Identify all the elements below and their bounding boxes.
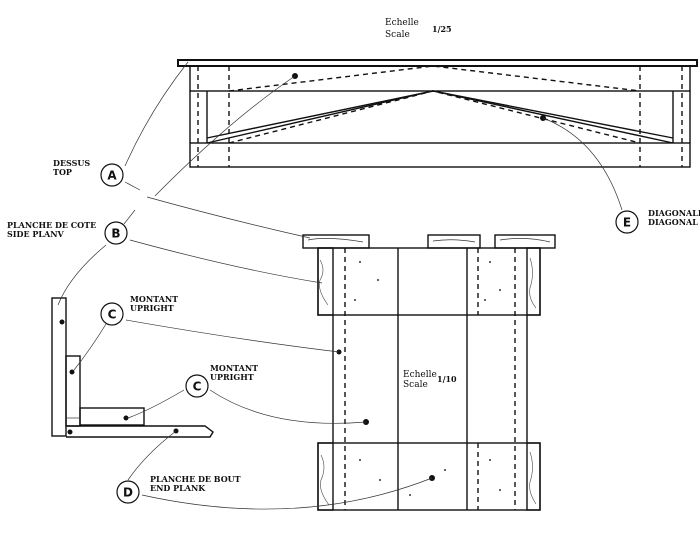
svg-text:PLANCHE DE COTE: PLANCHE DE COTE (7, 220, 96, 230)
svg-text:Echelle: Echelle (385, 18, 419, 28)
callout-B: B PLANCHE DE COTE SIDE PLANV (7, 220, 128, 245)
svg-text:E: E (623, 216, 631, 230)
svg-text:TOP: TOP (53, 167, 72, 177)
svg-text:1/10: 1/10 (437, 374, 457, 384)
plan-view: Echelle Scale 1/10 (302, 234, 556, 511)
elevation-view (177, 59, 698, 168)
svg-text:C: C (193, 380, 202, 394)
callout-E: E DIAGONALE DIAGONAL (615, 208, 700, 234)
svg-text:MONTANT: MONTANT (130, 294, 178, 304)
upper-rail (189, 65, 691, 92)
svg-text:Scale: Scale (385, 30, 410, 40)
lower-plank (317, 442, 541, 511)
svg-text:DIAGONALE: DIAGONALE (648, 208, 700, 218)
svg-text:END PLANK: END PLANK (150, 483, 206, 493)
callout-A: A DESSUS TOP (53, 158, 124, 187)
lower-rail (189, 142, 691, 168)
svg-text:MONTANT: MONTANT (210, 363, 258, 373)
svg-text:UPRIGHT: UPRIGHT (130, 303, 174, 313)
svg-text:Scale: Scale (403, 380, 428, 390)
svg-text:PLANCHE DE BOUT: PLANCHE DE BOUT (150, 474, 241, 484)
svg-text:UPRIGHT: UPRIGHT (210, 372, 254, 382)
svg-text:1/25: 1/25 (432, 24, 452, 34)
upper-plank (317, 247, 541, 316)
svg-text:C: C (108, 308, 117, 322)
scale-top: Echelle Scale 1/25 (385, 18, 452, 40)
svg-text:SIDE PLANV: SIDE PLANV (7, 229, 65, 239)
top-plank (177, 59, 698, 67)
svg-text:D: D (123, 486, 133, 500)
svg-text:B: B (111, 227, 120, 241)
leader-lines (57, 61, 623, 510)
svg-text:Echelle: Echelle (403, 370, 437, 380)
callout-C-1: C MONTANT UPRIGHT (100, 294, 178, 326)
svg-text:A: A (107, 169, 117, 183)
callout-C-2: C MONTANT UPRIGHT (185, 363, 258, 398)
callout-D: D PLANCHE DE BOUT END PLANK (116, 474, 241, 504)
corner-detail (51, 297, 214, 438)
svg-text:DESSUS: DESSUS (53, 158, 90, 168)
svg-text:DIAGONAL: DIAGONAL (648, 217, 698, 227)
